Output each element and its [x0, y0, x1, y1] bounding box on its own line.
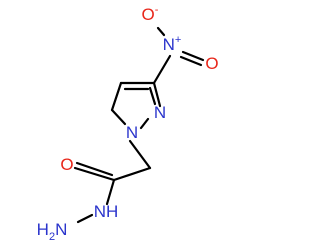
atom-n-nitro: N+ [163, 34, 182, 54]
atom-labels: O- N+ O N N O NH H2N [37, 4, 219, 243]
bonds [73, 26, 205, 224]
bond-c-nh [105, 178, 116, 206]
atom-nh2: H2N [37, 220, 68, 243]
bond-c-o-1 [73, 166, 116, 182]
atom-nh: NH [94, 202, 119, 221]
bond-n-o-nitro-1 [181, 50, 205, 62]
atom-o-nitro: O [205, 54, 218, 73]
bond-n1-n2 [139, 117, 150, 130]
molecule-structure: O- N+ O N N O NH H2N [37, 4, 219, 243]
bond-n2-c3 [152, 81, 162, 108]
bond-ch2-c [112, 166, 152, 182]
bond-n1-ch2 [128, 139, 152, 170]
bond-c5-n1 [110, 108, 127, 126]
atom-n-ring-1: N [126, 123, 138, 142]
atom-o-carbonyl: O [60, 155, 73, 174]
bond-c-o-2 [75, 161, 114, 177]
atom-o-minus: O- [142, 4, 159, 24]
atom-n-ring-2: N [154, 103, 166, 122]
bond-n-nitro-c3 [152, 54, 172, 85]
bond-n2-c3-inner [148, 86, 157, 106]
bond-c4-c5 [110, 81, 123, 112]
bond-nh-nh2 [76, 213, 94, 224]
bond-o-n-nitro [156, 26, 166, 37]
bond-n-o-nitro-2 [179, 55, 203, 67]
